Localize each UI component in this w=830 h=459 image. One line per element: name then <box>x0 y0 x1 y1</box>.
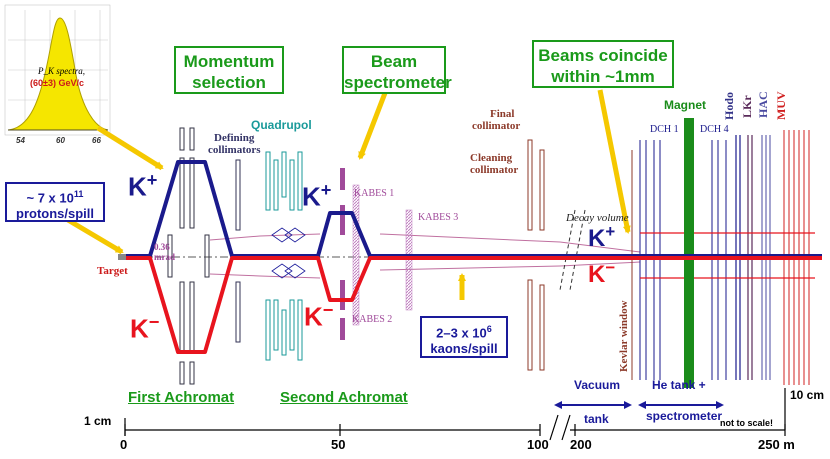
first-achromat-magnets <box>167 127 210 385</box>
protons-per-spill-box: ~ 7 x 1011 protons/spill <box>5 182 105 222</box>
beams-coincide-box: Beams coincide within ~1mm <box>532 40 674 88</box>
first-achromat-label: First Achromat <box>128 389 235 406</box>
kaons-per-spill-box: 2–3 x 106 kaons/spill <box>420 316 508 358</box>
hodo-label: Hodo <box>722 91 736 120</box>
kminus-label-detector: K− <box>588 258 616 288</box>
kplus-label-detector: K+ <box>588 222 616 252</box>
axis-tick-250: 250 m <box>758 437 795 452</box>
kevlar-window-label: Kevlar window <box>618 300 630 372</box>
protons-line2: protons/spill <box>16 206 94 222</box>
momentum-selection-line1: Momentum <box>183 52 275 71</box>
vacuum-tank-line2: tank <box>584 412 609 426</box>
inset-title: P_K spectra, <box>38 66 85 76</box>
target-label: Target <box>97 265 128 277</box>
beam-spectrometer-line2: spectrometer <box>344 73 452 92</box>
final-collimator-line1: Final <box>490 108 515 120</box>
target <box>118 254 126 260</box>
kabes1-label: KABES 1 <box>354 188 395 199</box>
decay-volume-label: Decay volume <box>566 212 629 224</box>
scale-10cm-label: 10 cm <box>790 388 825 402</box>
quadrupol-label: Quadrupol <box>251 118 312 132</box>
kplus-label-second: K+ <box>302 180 332 212</box>
defining-collimators <box>235 159 241 343</box>
axis-tick-200: 200 <box>570 437 592 452</box>
kaons-line2: kaons/spill <box>430 341 498 357</box>
axis-tick-50: 50 <box>331 437 346 452</box>
cleaning-collimator-line2: collimator <box>470 164 519 176</box>
kminus-label-second: K− <box>304 300 334 332</box>
axis-tick-0: 0 <box>120 437 128 452</box>
dch4-label: DCH 4 <box>700 124 729 135</box>
kaons-line1: 2–3 x 106 <box>436 324 492 341</box>
cleaning-collimator-line1: Cleaning <box>470 152 513 164</box>
inset-tick-60: 60 <box>56 136 65 145</box>
kminus-label-first: K− <box>130 312 160 344</box>
beam-spectrometer-box: Beam spectrometer <box>342 46 452 94</box>
kplus-label-first: K+ <box>128 170 158 202</box>
he-tank-line2: spectrometer <box>646 409 723 423</box>
quadrupoles <box>265 151 303 361</box>
lkr-label: LKr <box>740 95 754 118</box>
magnet-label: Magnet <box>664 98 706 112</box>
beams-coincide-line2: within ~1mm <box>551 67 655 86</box>
inset-tick-54: 54 <box>16 136 25 145</box>
protons-line1: ~ 7 x 1011 <box>26 189 84 206</box>
final-collimator-line2: collimator <box>472 120 521 132</box>
hac-label: HAC <box>756 91 770 118</box>
kabes2-label: KABES 2 <box>352 314 393 325</box>
angle-label-value: 0.36 <box>154 242 170 252</box>
beams-coincide-line1: Beams coincide <box>538 46 668 65</box>
beam-spectrometer-line1: Beam <box>370 52 418 71</box>
kabes3-label: KABES 3 <box>418 212 459 223</box>
defining-collimators-line1: Defining <box>214 132 255 144</box>
vacuum-tank-line1: Vacuum <box>574 378 621 392</box>
momentum-spectrum-inset <box>4 4 111 136</box>
momentum-selection-box: Momentum selection <box>174 46 284 94</box>
inset-tick-66: 66 <box>92 136 101 145</box>
muv-label: MUV <box>774 91 788 120</box>
second-achromat-label: Second Achromat <box>280 389 408 406</box>
angle-label-unit: mrad <box>154 252 175 262</box>
kminus-beam-path <box>126 256 822 354</box>
inset-value: (60±3) GeV/c <box>30 78 84 88</box>
defining-collimators-line2: collimators <box>208 144 261 156</box>
momentum-selection-line2: selection <box>192 73 266 92</box>
beam-crossings <box>271 227 306 279</box>
axis-tick-100: 100 <box>527 437 549 452</box>
beam-envelope <box>209 233 641 279</box>
scale-1cm-label: 1 cm <box>84 414 112 428</box>
distance-axis <box>124 388 786 441</box>
detector-beampipe <box>640 232 815 279</box>
he-tank-line1: He tank + <box>652 378 706 392</box>
spectrum-curve <box>7 17 109 131</box>
dch1-label: DCH 1 <box>650 124 679 135</box>
spectrometer-magnet <box>684 118 694 388</box>
final-and-cleaning-collimators <box>527 139 545 371</box>
not-to-scale-label: not to scale! <box>720 418 774 428</box>
